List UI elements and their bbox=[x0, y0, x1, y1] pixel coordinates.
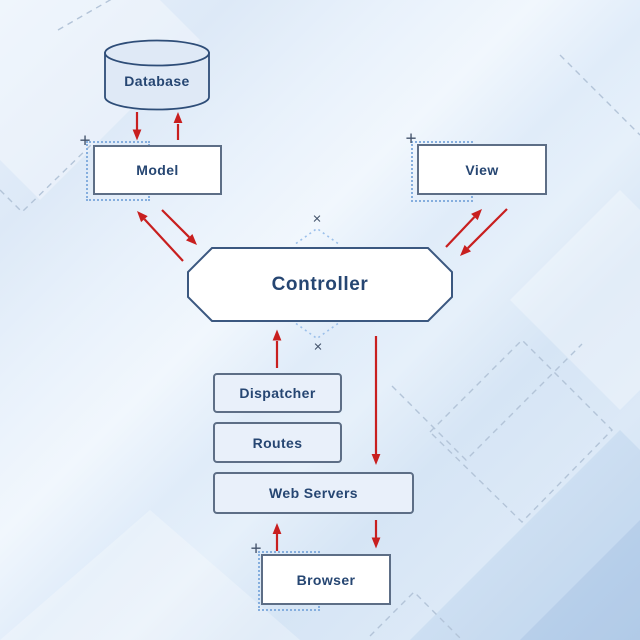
controller-top-cross-handle[interactable]: × bbox=[312, 210, 322, 228]
dispatcher-label: Dispatcher bbox=[239, 385, 316, 401]
database-label: Database bbox=[124, 73, 190, 89]
web-servers-label: Web Servers bbox=[269, 485, 358, 501]
edge-web-servers-to-browser[interactable] bbox=[371, 520, 381, 549]
background-diamond bbox=[0, 510, 300, 640]
controller-bottom-cross-handle[interactable]: × bbox=[313, 338, 323, 356]
background-diamond bbox=[410, 430, 640, 640]
edge-controller-to-model[interactable] bbox=[137, 211, 184, 262]
model-node[interactable]: Model bbox=[93, 145, 222, 195]
controller-node[interactable] bbox=[187, 247, 453, 322]
routes-node[interactable]: Routes bbox=[213, 422, 342, 463]
controller-label: Controller bbox=[271, 274, 369, 295]
web-servers-node[interactable]: Web Servers bbox=[213, 472, 414, 514]
dispatcher-node[interactable]: Dispatcher bbox=[213, 373, 342, 413]
background-diamond bbox=[510, 190, 640, 410]
model-plus-handle[interactable]: + bbox=[79, 130, 91, 152]
edge-dispatcher-to-controller[interactable] bbox=[272, 329, 282, 369]
browser-plus-handle[interactable]: + bbox=[250, 538, 262, 560]
view-plus-handle[interactable]: + bbox=[405, 128, 417, 150]
edge-browser-to-web-servers[interactable] bbox=[272, 523, 282, 551]
routes-label: Routes bbox=[252, 434, 303, 451]
view-label: View bbox=[465, 161, 499, 178]
database-node[interactable] bbox=[104, 39, 210, 111]
view-node[interactable]: View bbox=[417, 144, 547, 195]
model-label: Model bbox=[136, 162, 179, 178]
edge-model-to-database[interactable] bbox=[173, 112, 183, 140]
background-diamond bbox=[520, 520, 640, 640]
browser-node[interactable]: Browser bbox=[261, 554, 391, 605]
edge-database-to-model[interactable] bbox=[132, 112, 142, 141]
edge-model-to-controller[interactable] bbox=[161, 209, 197, 245]
edge-controller-to-view[interactable] bbox=[445, 209, 482, 248]
edge-controller-to-web-servers[interactable] bbox=[371, 336, 381, 465]
edge-view-to-controller[interactable] bbox=[460, 208, 508, 256]
browser-label: Browser bbox=[296, 571, 356, 588]
